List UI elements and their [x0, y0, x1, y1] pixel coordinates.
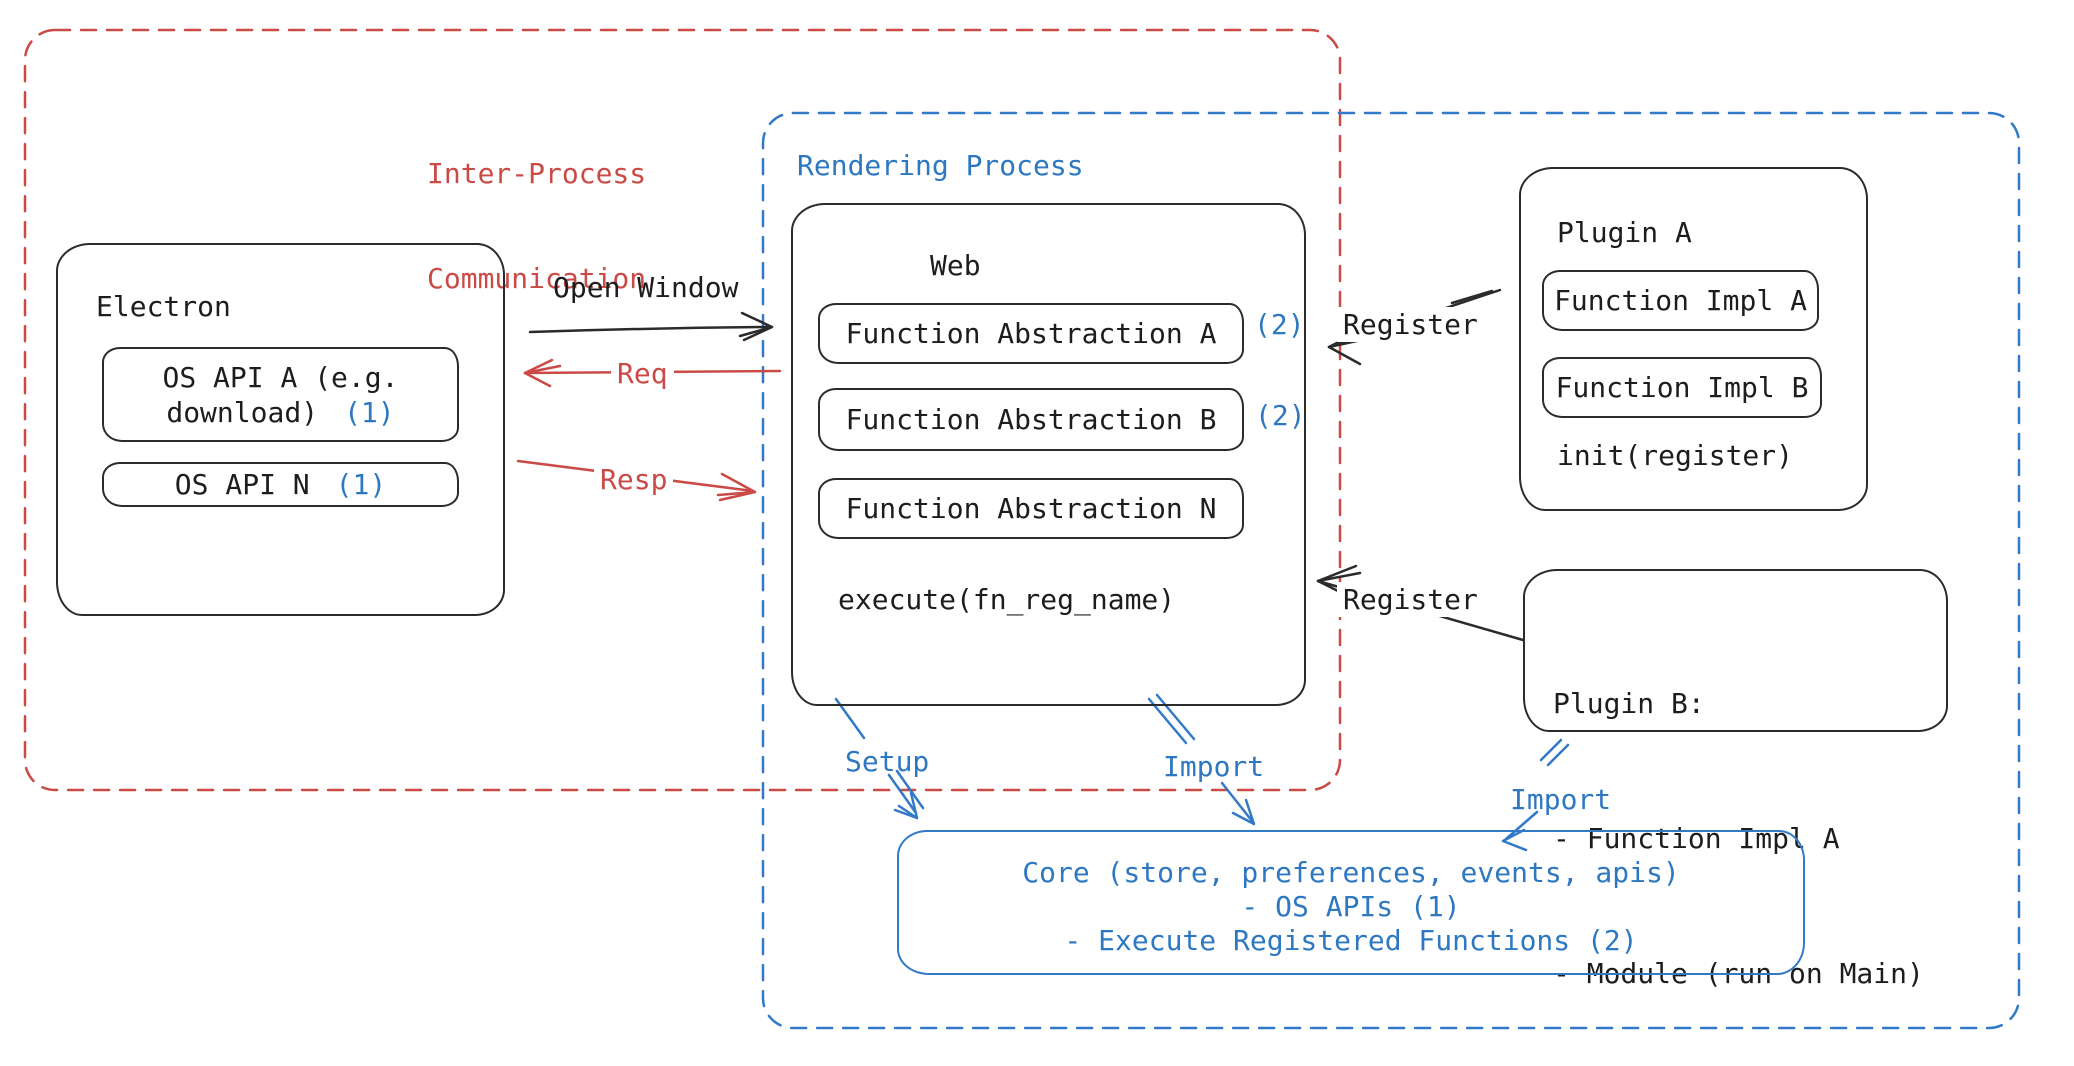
os-api-a-label-line1: OS API A (e.g.	[162, 360, 399, 394]
open-window-arrow	[528, 311, 774, 342]
open-window-label: Open Window	[553, 271, 739, 304]
plugin-a-title: Plugin A	[1557, 216, 1692, 249]
plugin-b-box: Plugin B: - Function Impl A - Module (ru…	[1523, 569, 1948, 990]
ipc-group-label: Inter-Process Communication	[427, 86, 646, 366]
electron-title: Electron	[96, 290, 231, 323]
function-impl-a-label: Function Impl A	[1554, 284, 1807, 317]
plugin-b-line1: Plugin B:	[1553, 687, 1705, 720]
function-abstraction-a-label: Function Abstraction A	[845, 317, 1217, 350]
plugin-b-text: Plugin B: - Function Impl A - Module (ru…	[1553, 591, 1924, 1066]
function-abstraction-b-label: Function Abstraction B	[845, 403, 1217, 436]
os-api-a-box: OS API A (e.g. download) (1)	[102, 347, 459, 442]
import-arrow-plugin-b	[1501, 738, 1570, 852]
init-register-label: init(register)	[1557, 439, 1794, 472]
function-abstraction-n-box: Function Abstraction N	[818, 478, 1244, 539]
core-line3: - Execute Registered Functions (2)	[1064, 923, 1638, 957]
ipc-group-label-line2: Communication	[427, 262, 647, 295]
web-box: Web Function Abstraction A Function Abst…	[791, 203, 1306, 706]
os-api-n-label: OS API N	[174, 468, 310, 501]
execute-label: execute(fn_reg_name)	[838, 583, 1176, 616]
function-abstraction-a-badge: (2)	[1254, 308, 1305, 341]
os-api-a-label-line2: download)	[166, 395, 319, 429]
import-plugin-b-label: Import	[1510, 783, 1612, 816]
register-plugin-b-label: Register	[1337, 582, 1484, 617]
setup-label: Setup	[845, 745, 930, 778]
function-abstraction-b-box: Function Abstraction B	[818, 388, 1244, 451]
core-box: Core (store, preferences, events, apis) …	[897, 830, 1805, 975]
function-abstraction-a-box: Function Abstraction A	[818, 303, 1244, 364]
import-web-label: Import	[1163, 750, 1265, 783]
function-impl-b-label: Function Impl B	[1555, 371, 1809, 404]
function-impl-b-box: Function Impl B	[1542, 357, 1822, 418]
ipc-group-label-line1: Inter-Process	[427, 157, 647, 190]
rendering-process-label: Rendering Process	[797, 149, 1084, 182]
plugin-a-box: Plugin A Function Impl A Function Impl B…	[1519, 167, 1868, 511]
import-arrow-web	[1147, 693, 1256, 826]
function-impl-a-box: Function Impl A	[1542, 270, 1819, 331]
ipc-boundary	[23, 28, 1342, 792]
core-line2: - OS APIs (1)	[1241, 889, 1461, 923]
function-abstraction-b-badge: (2)	[1255, 399, 1306, 432]
web-title: Web	[930, 249, 981, 282]
core-line1: Core (store, preferences, events, apis)	[1022, 855, 1680, 889]
rendering-process-boundary	[761, 111, 2021, 1030]
resp-label: Resp	[594, 462, 674, 497]
os-api-n-badge: (1)	[335, 468, 387, 501]
req-label: Req	[611, 356, 674, 391]
os-api-n-box: OS API N (1)	[102, 462, 459, 507]
electron-box: Electron OS API A (e.g. download) (1) OS …	[56, 243, 505, 616]
os-api-a-label-line2-row: download) (1)	[166, 395, 394, 430]
os-api-a-badge: (1)	[344, 395, 395, 429]
register-plugin-a-label: Register	[1337, 307, 1484, 342]
function-abstraction-n-label: Function Abstraction N	[845, 492, 1217, 525]
